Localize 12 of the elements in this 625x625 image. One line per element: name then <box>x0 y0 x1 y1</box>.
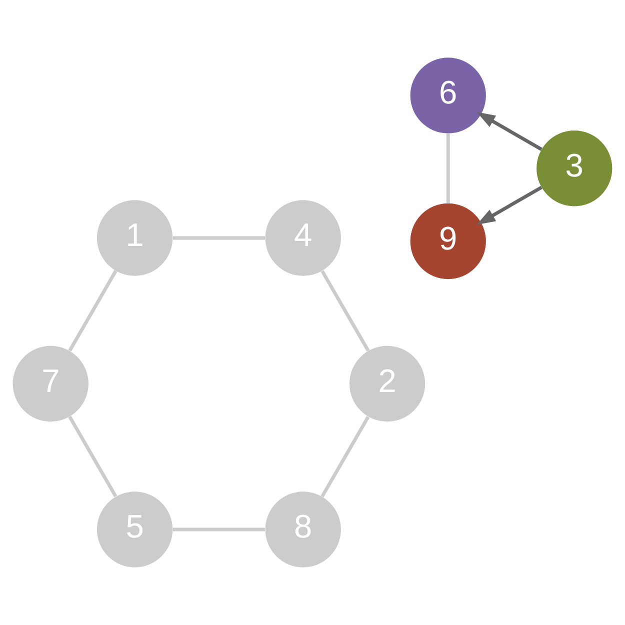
connector <box>446 134 450 204</box>
node-circle: 9 <box>410 203 486 280</box>
arrow <box>476 112 542 151</box>
connector <box>172 528 265 532</box>
node-circle: 3 <box>536 130 612 206</box>
arrow <box>476 186 542 225</box>
connector <box>320 416 370 498</box>
connector <box>68 416 118 498</box>
connector <box>320 270 370 352</box>
node-circle: 6 <box>410 58 486 134</box>
connector <box>68 270 118 352</box>
connector <box>172 236 266 240</box>
